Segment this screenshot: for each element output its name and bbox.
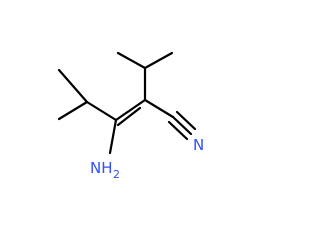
bond-top-ipr-ch-to-left-methyl [116, 51, 147, 70]
atom-label-nitrile-n: N [193, 136, 204, 154]
bond-alkene-c-to-nitrile-c [143, 98, 175, 119]
nitrile-triple-bond-1 [171, 115, 193, 136]
structure-drawing: N NH 2 [57, 51, 204, 181]
bond-left-alkene-c-to-ipr-ch [85, 100, 118, 122]
bond-left-ipr-ch-to-bottom-methyl [57, 100, 89, 121]
atom-label-amine-subscript: 2 [113, 168, 120, 181]
bond-alkene-main [114, 98, 147, 122]
bond-top-ipr-ch-to-right-methyl [143, 51, 174, 70]
bond-left-ipr-ch-to-top-methyl [57, 68, 89, 104]
bond-alkene-second [116, 106, 142, 127]
molecule-canvas: N NH 2 [57, 51, 205, 181]
nitrile-triple-bond-2 [175, 110, 197, 131]
bond-alkene-c-to-amine [108, 118, 118, 155]
atom-label-amine: NH [90, 159, 113, 177]
nitrile-triple-bond-3 [167, 120, 189, 141]
